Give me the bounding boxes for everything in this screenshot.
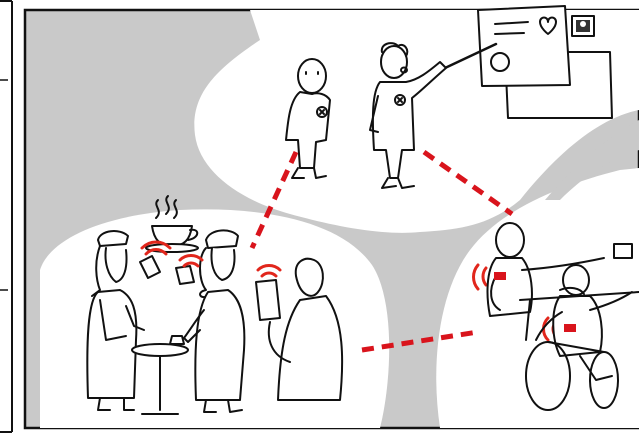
body-sensor-icon <box>494 272 506 280</box>
left-panel-edge <box>0 1 12 432</box>
body-sensor-icon <box>564 324 576 332</box>
photo-icon <box>572 16 594 36</box>
tablet-icon <box>256 280 280 320</box>
